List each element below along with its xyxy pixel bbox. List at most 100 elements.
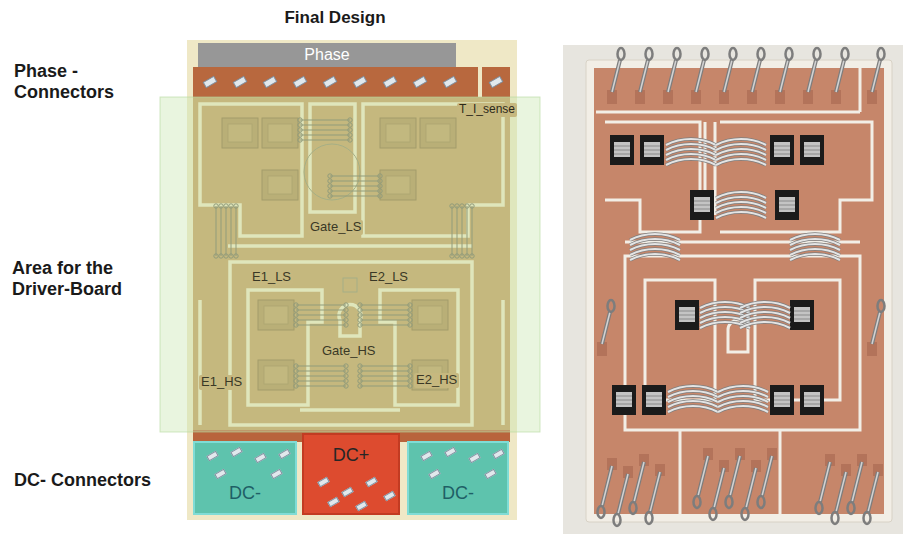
press-fit-pad bbox=[489, 76, 502, 87]
label-anchor: E1_LS bbox=[250, 267, 293, 285]
label-anchor: E2_HS bbox=[414, 370, 459, 388]
copper-gap bbox=[680, 430, 780, 514]
dc-pin bbox=[832, 464, 852, 524]
signal-name: E1_LS bbox=[250, 270, 293, 285]
press-fit-pad bbox=[203, 76, 216, 87]
phase-pin bbox=[803, 48, 821, 104]
terminal-label: Phase bbox=[304, 46, 349, 64]
label-anchor: Phase - Connectors bbox=[14, 61, 149, 102]
dc-terminal-box: DC- bbox=[193, 441, 297, 515]
power-chip bbox=[790, 300, 814, 330]
dc-pin bbox=[758, 448, 778, 508]
copper-gap bbox=[625, 256, 860, 430]
power-chip bbox=[642, 385, 666, 415]
phase-pin bbox=[831, 48, 849, 104]
press-fit-pad bbox=[383, 76, 396, 87]
bond-wire-bundle bbox=[716, 192, 766, 218]
phase-pin bbox=[719, 48, 737, 104]
dc-pin bbox=[848, 454, 868, 514]
press-fit-pad bbox=[420, 451, 433, 462]
section-label: DC- Connectors bbox=[14, 470, 151, 491]
press-fit-pad bbox=[206, 451, 219, 462]
sense-pin bbox=[867, 48, 885, 104]
bond-wire-bundle bbox=[718, 386, 768, 412]
bond-wire-bundle bbox=[716, 139, 766, 165]
dc-pin bbox=[598, 458, 618, 518]
power-chip bbox=[800, 135, 824, 165]
bond-wire-bundle bbox=[666, 139, 716, 165]
press-fit-pad bbox=[492, 449, 505, 460]
dc-pin bbox=[694, 448, 714, 508]
sense-copper-pad bbox=[482, 67, 510, 97]
section-label: Area for the Driver-Board bbox=[12, 258, 162, 299]
power-chip bbox=[612, 385, 636, 415]
press-fit-pad bbox=[341, 487, 354, 498]
press-fit-pad bbox=[484, 469, 497, 480]
press-fit-pad bbox=[233, 76, 246, 87]
press-fit-pad bbox=[263, 76, 276, 87]
copper-gap bbox=[645, 280, 840, 400]
bond-wire-bundle bbox=[668, 386, 718, 412]
bond-wire-bundle bbox=[790, 234, 840, 260]
phase-pin bbox=[775, 48, 793, 104]
power-chip bbox=[675, 300, 699, 330]
label-anchor: DC- Connectors bbox=[14, 470, 151, 491]
ceramic-substrate bbox=[586, 60, 892, 522]
press-fit-pad bbox=[444, 447, 457, 458]
phase-bar: Phase bbox=[198, 43, 456, 67]
dc-pin bbox=[816, 454, 836, 514]
phase-pin bbox=[607, 48, 625, 104]
press-fit-pad bbox=[327, 497, 340, 508]
dc-pin bbox=[710, 460, 730, 520]
power-chip bbox=[690, 190, 714, 220]
press-fit-pad bbox=[468, 453, 481, 464]
phase-copper-strip bbox=[193, 67, 478, 97]
phase-pin bbox=[635, 48, 653, 104]
terminal-label: DC- bbox=[442, 483, 474, 504]
press-fit-pad bbox=[355, 501, 368, 512]
label-anchor: Gate_HS bbox=[320, 341, 377, 359]
label-anchor: E1_HS bbox=[199, 372, 244, 390]
driver-board-area bbox=[160, 97, 540, 432]
press-fit-pad bbox=[323, 76, 336, 87]
signal-pin bbox=[597, 300, 615, 356]
terminal-label: DC+ bbox=[333, 445, 370, 466]
dc-pin bbox=[726, 448, 746, 508]
press-fit-pad bbox=[214, 469, 227, 480]
diagram-title: Final Design bbox=[284, 8, 385, 28]
press-fit-pad bbox=[230, 447, 243, 458]
signal-name: E2_LS bbox=[367, 270, 410, 285]
photo-background bbox=[563, 45, 903, 534]
phase-pin bbox=[663, 48, 681, 104]
power-chip bbox=[610, 135, 634, 165]
press-fit-pad bbox=[428, 469, 441, 480]
power-chip bbox=[770, 385, 794, 415]
signal-name: Gate_HS bbox=[320, 344, 377, 359]
signal-name: Gate_LS bbox=[308, 220, 363, 235]
press-fit-pad bbox=[413, 76, 426, 87]
signal-pin bbox=[867, 300, 885, 356]
label-anchor: Area for the Driver-Board bbox=[12, 258, 162, 299]
dc-pin bbox=[864, 464, 884, 524]
press-fit-pad bbox=[365, 477, 378, 488]
press-fit-pad bbox=[317, 477, 330, 488]
dc-pin bbox=[630, 454, 650, 514]
power-chip bbox=[775, 190, 799, 220]
signal-name: E1_HS bbox=[199, 375, 244, 390]
signal-name: E2_HS bbox=[414, 373, 459, 388]
dc-terminal-box: DC- bbox=[407, 441, 509, 515]
power-chip bbox=[770, 135, 794, 165]
dc-pin bbox=[742, 460, 762, 520]
signal-name: T_I_sense bbox=[457, 103, 517, 117]
press-fit-pad bbox=[270, 469, 283, 480]
phase-pin bbox=[691, 48, 709, 104]
press-fit-pad bbox=[353, 76, 366, 87]
section-label: Phase - Connectors bbox=[14, 61, 149, 102]
terminal-label: DC- bbox=[229, 483, 261, 504]
dc-pin bbox=[614, 466, 634, 526]
press-fit-pad bbox=[293, 76, 306, 87]
phase-pin bbox=[747, 48, 765, 104]
power-chip bbox=[800, 385, 824, 415]
